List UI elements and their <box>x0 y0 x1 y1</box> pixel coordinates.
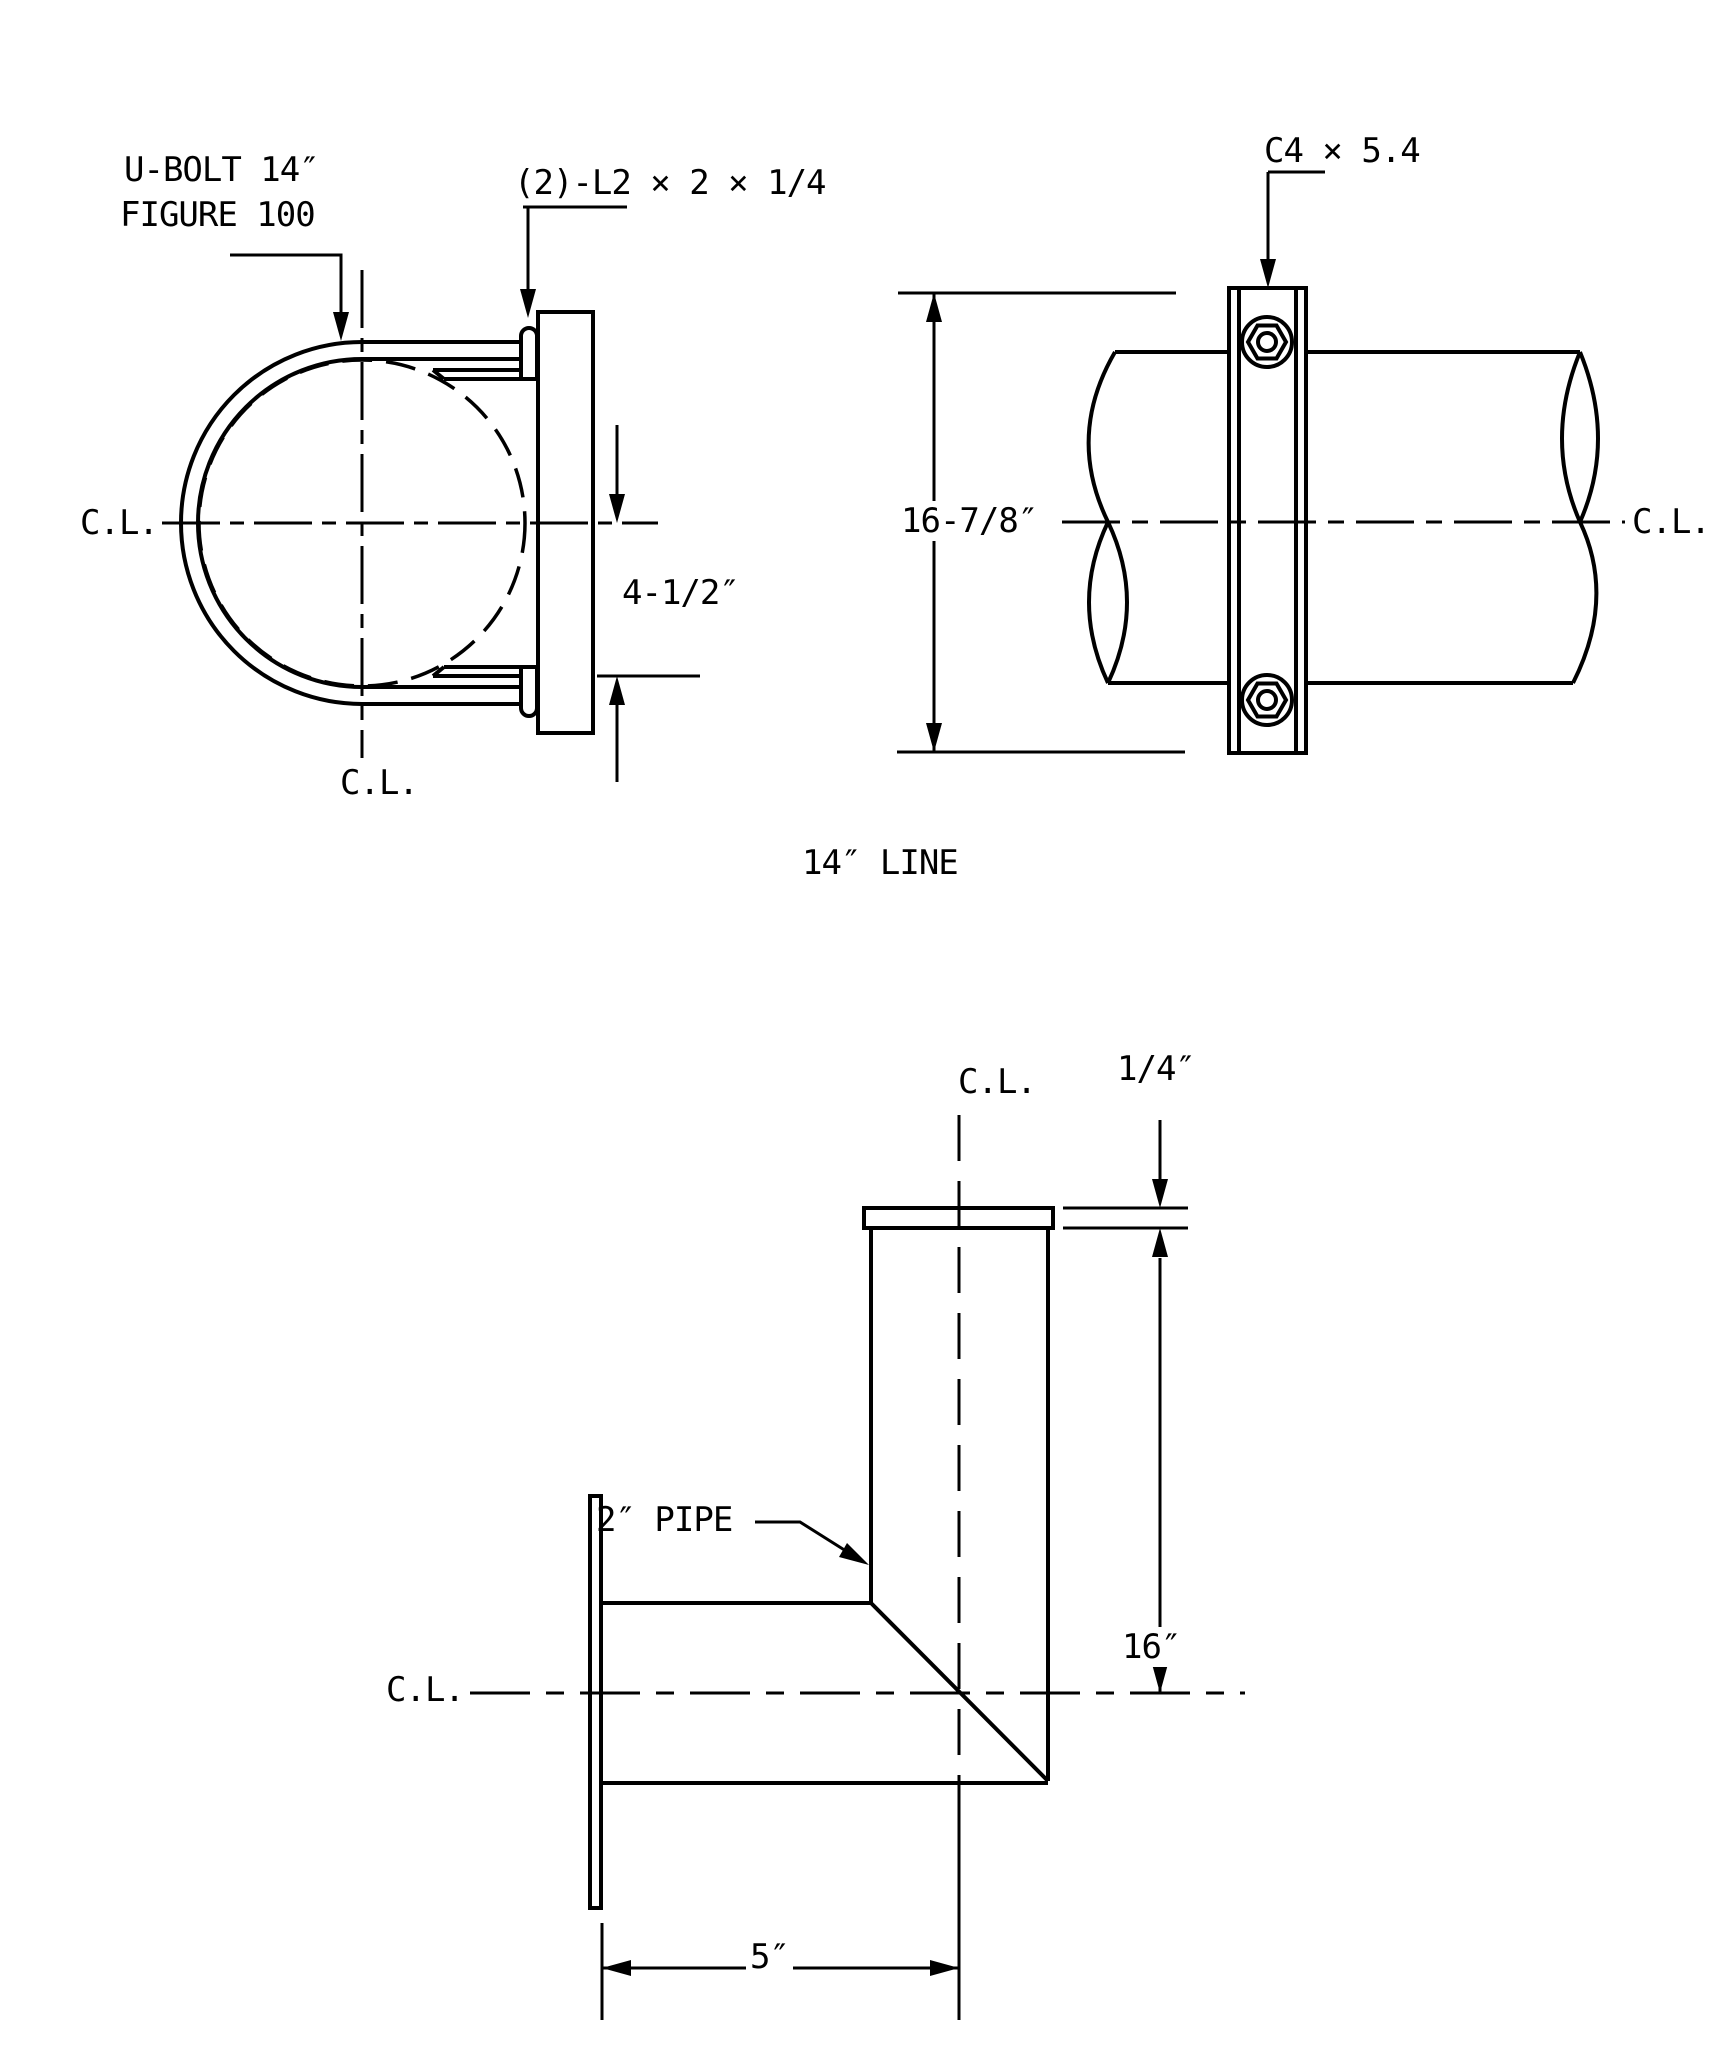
dim-4half-text: 4-1/2″ <box>622 573 740 613</box>
dim-16-78-text: 16-7/8″ <box>897 501 1042 541</box>
arrow-quarter-up <box>1152 1228 1168 1257</box>
u-bolt-label-line1: U-BOLT 14″ <box>124 150 320 190</box>
u-bolt-nut-bottom <box>519 667 539 718</box>
u-bolt-nut-top <box>519 326 539 379</box>
leader-pipe <box>755 1520 847 1553</box>
u-bolt-label-line2: FIGURE 100 <box>120 195 316 235</box>
arrow-5-left <box>602 1960 631 1976</box>
centerline-label-left: C.L. <box>80 503 159 543</box>
pipe-break-right <box>1560 351 1600 684</box>
centerline-label-bracket-top: C.L. <box>958 1062 1037 1102</box>
arrow-16-down <box>1152 1664 1168 1693</box>
pipe-break-left <box>1086 350 1129 684</box>
dim-quarter-text: 1/4″ <box>1117 1049 1196 1089</box>
centerline-label-bracket-left: C.L. <box>386 1670 465 1710</box>
arrow-leader-ubolt <box>333 312 349 341</box>
leader-ubolt <box>230 253 343 332</box>
arrow-dim1678-top <box>926 293 942 322</box>
arrow-dim4half-top <box>609 494 625 523</box>
centerline-label-bottom: C.L. <box>340 763 419 803</box>
pipe-size-label: 2″ PIPE <box>596 1500 733 1540</box>
pipe-walls <box>1108 350 1580 685</box>
drawing-caption: 14″ LINE <box>802 843 959 883</box>
arrow-leader-pipe <box>839 1543 869 1565</box>
arrow-leader-channel <box>1260 259 1276 288</box>
u-bolt-legs <box>362 340 521 706</box>
leader-angle <box>523 205 627 310</box>
angle-size-label: (2)-L2 × 2 × 1/4 <box>514 163 827 203</box>
arrow-dim4half-bottom <box>609 676 625 705</box>
leader-channel <box>1266 170 1325 280</box>
dim-quarter-ext <box>1063 1206 1188 1230</box>
arrow-dim1678-bottom <box>926 723 942 752</box>
bolt-top-icon <box>1240 315 1294 369</box>
horizontal-pipe <box>601 1601 1048 1785</box>
arrow-leader-angle <box>520 289 536 318</box>
channel-size-label: C4 × 5.4 <box>1264 131 1421 171</box>
angle-bottom <box>431 665 538 678</box>
arrow-5-right <box>930 1960 959 1976</box>
annotation-lines <box>230 170 1325 2020</box>
vertical-pipe-walls <box>869 1228 1050 1781</box>
pipe-bracket-view <box>588 1206 1055 1910</box>
bolt-bottom-icon <box>1240 673 1294 727</box>
dim-16-text: 16″ <box>1118 1627 1185 1667</box>
centerlines <box>162 270 1625 2020</box>
arrowheads <box>333 259 1276 1976</box>
centerline-label-right: C.L. <box>1632 502 1711 542</box>
angle-top <box>431 368 538 381</box>
dim-5-text: 5″ <box>746 1937 793 1977</box>
flange-plate <box>588 1494 603 1910</box>
arrow-quarter-down <box>1152 1179 1168 1208</box>
